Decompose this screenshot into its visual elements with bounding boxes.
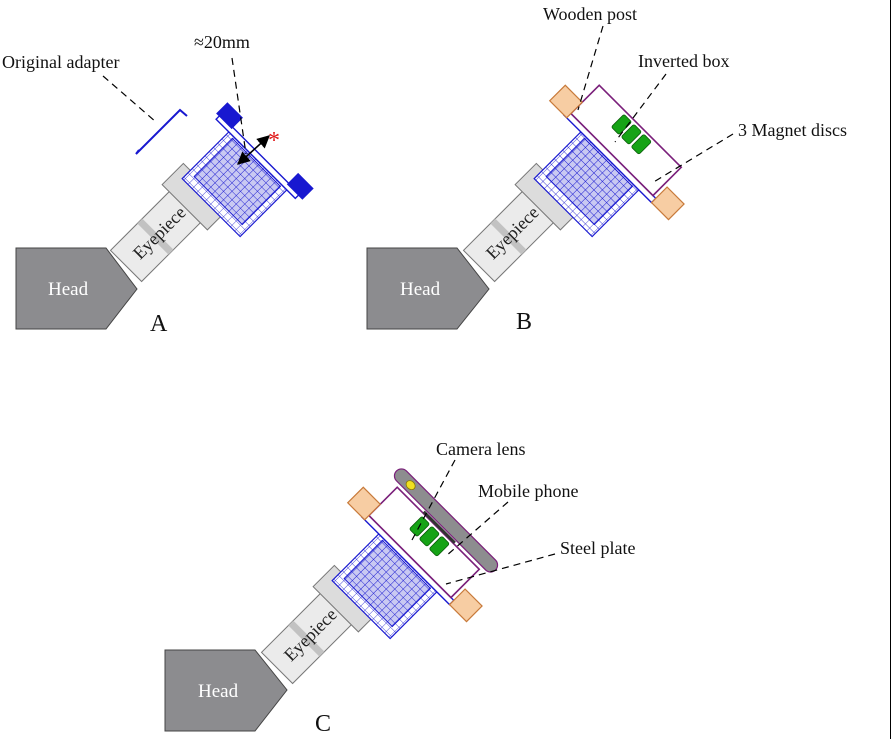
wooden-post-bottom bbox=[650, 186, 685, 221]
panel-a: Head Eyepiece Original adapter ≈20mm * A bbox=[2, 32, 314, 337]
head-label: Head bbox=[48, 279, 89, 300]
mesh-collar-inner bbox=[343, 539, 432, 628]
panel-b: Head Eyepiece Wooden post Inverted box 3… bbox=[366, 4, 847, 335]
eyepiece-band bbox=[490, 218, 527, 255]
panel-letter: C bbox=[315, 711, 331, 737]
steel-plate-label: Steel plate bbox=[560, 538, 635, 558]
distance-label: ≈20mm bbox=[194, 32, 250, 52]
original-adapter-leader bbox=[102, 75, 157, 123]
camera-lens-leader bbox=[411, 459, 456, 541]
wooden-post-top bbox=[548, 84, 584, 119]
head-block bbox=[366, 247, 490, 330]
adapter-assembly bbox=[533, 84, 685, 238]
eyepiece-band bbox=[137, 218, 174, 255]
mobile-phone-label: Mobile phone bbox=[478, 481, 579, 501]
head-block bbox=[164, 649, 288, 732]
magnet-label: 3 Magnet discs bbox=[738, 120, 847, 140]
head-block bbox=[15, 247, 138, 330]
camera-lens-label: Camera lens bbox=[436, 439, 525, 459]
adapter-clip-top bbox=[216, 102, 243, 130]
steel-plate-leader bbox=[445, 553, 556, 585]
steel-plate bbox=[422, 510, 456, 544]
head-label: Head bbox=[400, 279, 441, 300]
wooden-post-top bbox=[346, 486, 382, 521]
panel-c: Head Eyepiece Camera lens Mobil bbox=[164, 439, 635, 737]
wooden-post-label: Wooden post bbox=[543, 4, 637, 24]
panel-letter: A bbox=[150, 311, 168, 337]
eyepiece-band bbox=[288, 620, 325, 657]
original-adapter-label: Original adapter bbox=[2, 52, 119, 72]
inverted-box-leader bbox=[614, 73, 667, 143]
mesh-collar-inner bbox=[545, 137, 634, 226]
magnet-discs bbox=[611, 114, 652, 155]
wooden-post-leader bbox=[577, 25, 604, 111]
panel-letter: B bbox=[516, 309, 532, 335]
camera-lens bbox=[405, 480, 416, 491]
asterisk-mark: * bbox=[268, 128, 280, 154]
adapter-clip-bottom bbox=[286, 172, 314, 200]
distance-leader bbox=[231, 57, 247, 155]
head-label: Head bbox=[198, 681, 239, 702]
wooden-post-bottom bbox=[448, 588, 483, 623]
mobile-phone-leader bbox=[445, 501, 509, 557]
magnet-leader bbox=[651, 133, 734, 184]
original-adapter-bracket bbox=[135, 108, 188, 155]
distance-arrow bbox=[237, 135, 270, 165]
inverted-box-label: Inverted box bbox=[638, 51, 729, 71]
adapter-assembly bbox=[331, 468, 499, 640]
